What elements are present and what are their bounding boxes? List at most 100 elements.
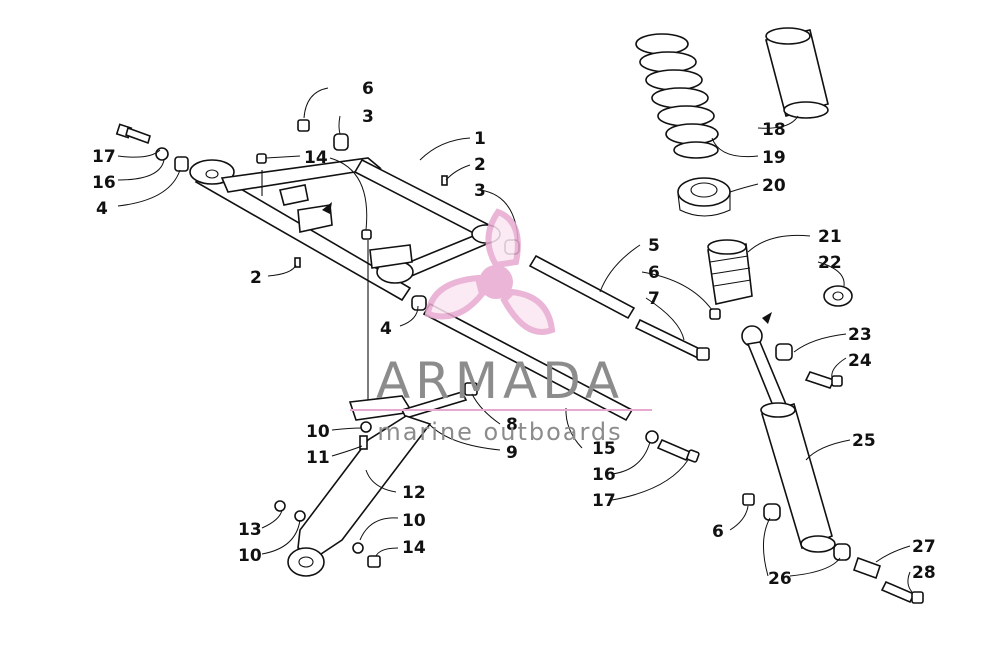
right-lower-hardware: [464, 308, 721, 463]
callout-16-b: 16: [592, 465, 616, 485]
callout-4-a: 4: [96, 199, 108, 219]
pin: [294, 257, 301, 268]
washer-22: [823, 285, 853, 307]
callout-7: 7: [648, 289, 660, 309]
link-arm-eye: [287, 547, 325, 577]
left-hardware: [115, 119, 520, 311]
shafts: [422, 254, 636, 422]
washer-16-right: [645, 430, 659, 444]
callout-17-b: 17: [592, 491, 616, 511]
washer-10-a: [294, 510, 306, 522]
bolt-28: [880, 580, 916, 604]
shock-body: [761, 402, 833, 550]
bushing-26-a: [763, 503, 781, 521]
bolt-head-right: [686, 449, 700, 463]
nut-small-2: [361, 229, 372, 240]
callout-22: 22: [818, 253, 842, 273]
bushing-top: [333, 133, 349, 151]
upper-bracket: [279, 184, 309, 206]
callout-11: 11: [306, 448, 330, 468]
watermark-brand: ARMADA: [376, 352, 624, 410]
callout-25: 25: [852, 431, 876, 451]
watermark: ARMADA marine outboards: [350, 208, 652, 446]
leader-lines: [117, 87, 913, 593]
bolt-24-head: [831, 375, 843, 387]
callout-23: 23: [848, 325, 872, 345]
bushing-23: [775, 343, 793, 361]
spring-seat-20: [677, 177, 731, 217]
washer-10-top: [360, 421, 372, 433]
pin-11: [359, 435, 368, 450]
bolt-7: [634, 318, 704, 360]
lower-bracket: [369, 244, 413, 269]
callout-labels: 1 2 2 3 3 4 4 5 6 6 6 7 8 9 10 10 10 11 …: [92, 79, 936, 589]
shock-hardware-top: [762, 285, 853, 389]
callout-26: 26: [768, 569, 792, 589]
bushing-lower: [411, 295, 427, 311]
callout-10-c: 10: [238, 546, 262, 566]
nut-6-low: [742, 493, 755, 506]
direction-arrow-icon: [322, 202, 332, 214]
callout-14-a: 14: [304, 148, 328, 168]
bolt-17-right: [656, 438, 692, 462]
bolt-28-head: [911, 591, 924, 604]
callout-21: 21: [818, 227, 842, 247]
callout-20: 20: [762, 176, 786, 196]
bolt-24: [804, 371, 836, 389]
callout-6-c: 6: [712, 522, 724, 542]
nut-8: [464, 382, 478, 396]
washer-10-b: [352, 542, 364, 554]
swing-arm-assembly: [189, 157, 501, 418]
bolt-9: [400, 391, 468, 419]
callout-5: 5: [648, 236, 660, 256]
bolt-7-head: [696, 347, 710, 361]
bump-stop-21: [707, 239, 753, 305]
watermark-tagline: marine outboards: [377, 418, 622, 446]
washer: [155, 147, 169, 161]
shock-absorber-25: [741, 325, 836, 553]
callout-19: 19: [762, 148, 786, 168]
callout-10-b: 10: [402, 511, 426, 531]
callout-8: 8: [506, 415, 518, 435]
upper-shaft-5: [528, 254, 636, 320]
callout-18: 18: [762, 120, 786, 140]
nut-small: [256, 153, 267, 164]
callout-3-b: 3: [362, 107, 374, 127]
callout-14-b: 14: [402, 538, 426, 558]
bushing: [174, 156, 189, 172]
callout-28: 28: [912, 563, 936, 583]
callout-13: 13: [238, 520, 262, 540]
pin-2: [441, 175, 448, 186]
nut-6-mid: [709, 308, 721, 320]
callout-4-b: 4: [380, 319, 392, 339]
callout-6-a: 6: [362, 79, 374, 99]
spring-19: [635, 33, 719, 159]
nut-14-low: [367, 555, 381, 568]
callout-24: 24: [848, 351, 872, 371]
link-arm-assembly: [274, 391, 468, 577]
dust-boot-18: [765, 27, 829, 119]
center-bracket: [297, 204, 333, 233]
callout-12: 12: [402, 483, 426, 503]
sleeve-27: [852, 556, 882, 580]
callout-15: 15: [592, 439, 616, 459]
callout-16-a: 16: [92, 173, 116, 193]
shock-hardware-bottom: [742, 493, 924, 604]
propeller-icon: [424, 208, 556, 335]
shock-bottom-eye: [800, 535, 836, 553]
callout-27: 27: [912, 537, 936, 557]
bolt-shank: [125, 126, 151, 145]
nut: [297, 119, 310, 132]
screw-13: [274, 500, 286, 512]
callout-1: 1: [474, 129, 486, 149]
callout-17-a: 17: [92, 147, 116, 167]
direction-arrow-icon-2: [762, 312, 772, 324]
callout-3-a: 3: [474, 181, 486, 201]
callout-2-a: 2: [474, 155, 486, 175]
callout-6-b: 6: [648, 263, 660, 283]
callout-10-a: 10: [306, 422, 330, 442]
callout-9: 9: [506, 443, 518, 463]
bushing-26-b: [833, 543, 851, 561]
callout-2-b: 2: [250, 268, 262, 288]
